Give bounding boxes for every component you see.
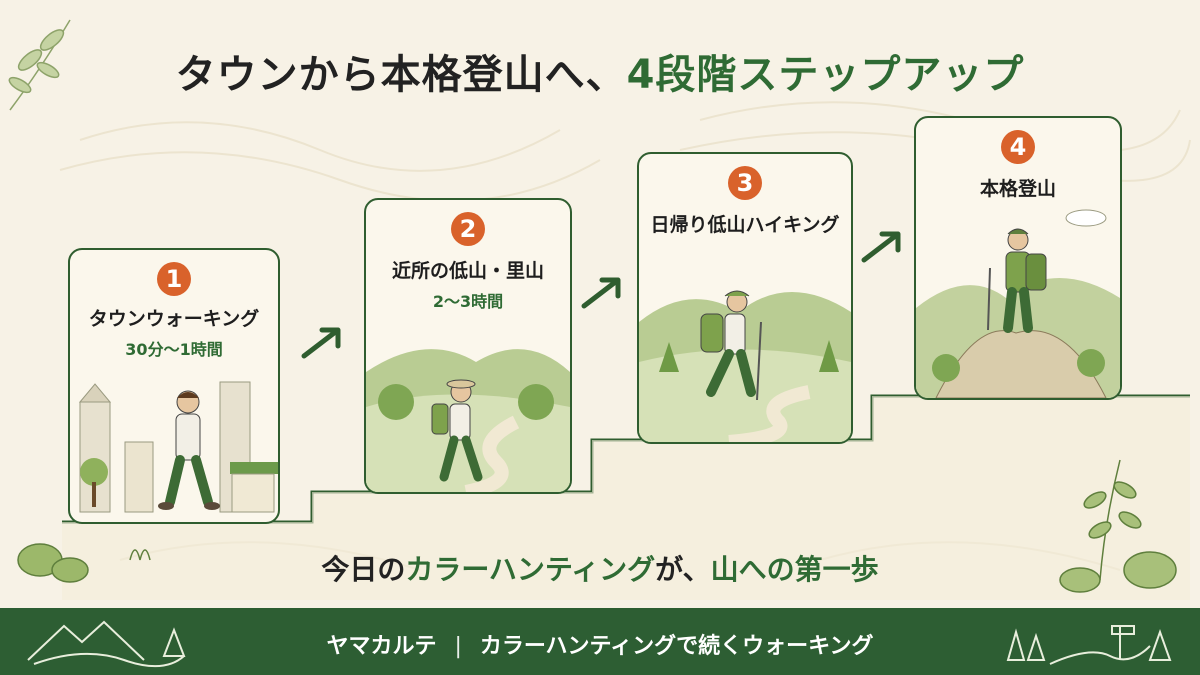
footer-bar: ヤマカルテ | カラーハンティングで続くウォーキング	[0, 608, 1200, 675]
town-walker-illustration	[78, 381, 278, 513]
step-card-4: 4 本格登山	[914, 116, 1122, 400]
step-card-1: 1 タウンウォーキング 30分〜1時間	[68, 248, 280, 524]
step-subtitle: 30分〜1時間	[125, 340, 223, 359]
step-number-badge: 1	[157, 262, 191, 296]
step-number-badge: 4	[1001, 130, 1035, 164]
arrow-up-right-icon	[301, 327, 341, 359]
step-subtitle: 2〜3時間	[432, 292, 504, 311]
page-title: タウンから本格登山へ、4段階ステップアップ	[175, 52, 1025, 98]
summit-hiker-illustration	[916, 209, 1120, 398]
satoyama-hiker-illustration	[366, 349, 570, 492]
bush-left-icon	[17, 543, 151, 583]
step-number-badge: 2	[451, 212, 485, 246]
mountain-icon	[27, 620, 186, 668]
arrow-up-right-icon	[861, 231, 901, 263]
footer-separator: |	[454, 634, 462, 659]
plant-right-icon	[1059, 459, 1177, 593]
leaf-branch-icon	[8, 19, 71, 111]
step-card-3: 3 日帰り低山ハイキング	[637, 152, 853, 444]
footer-text: ヤマカルテ | カラーハンティングで続くウォーキング	[0, 628, 1200, 660]
day-hike-illustration	[639, 290, 851, 442]
tagline: 今日のカラーハンティングが、山への第一歩	[321, 553, 879, 586]
step-title: タウンウォーキング	[88, 308, 260, 330]
step-title: 日帰り低山ハイキング	[650, 214, 840, 236]
step-number-badge: 3	[728, 166, 762, 200]
footer-slogan: カラーハンティングで続くウォーキング	[479, 634, 874, 659]
step-title: 近所の低山・里山	[391, 260, 544, 282]
brand-name: ヤマカルテ	[326, 634, 437, 659]
step-card-2: 2 近所の低山・里山 2〜3時間	[364, 198, 572, 494]
arrow-up-right-icon	[581, 277, 621, 309]
step-title: 本格登山	[979, 178, 1056, 200]
trail-signpost-icon	[1006, 625, 1172, 665]
